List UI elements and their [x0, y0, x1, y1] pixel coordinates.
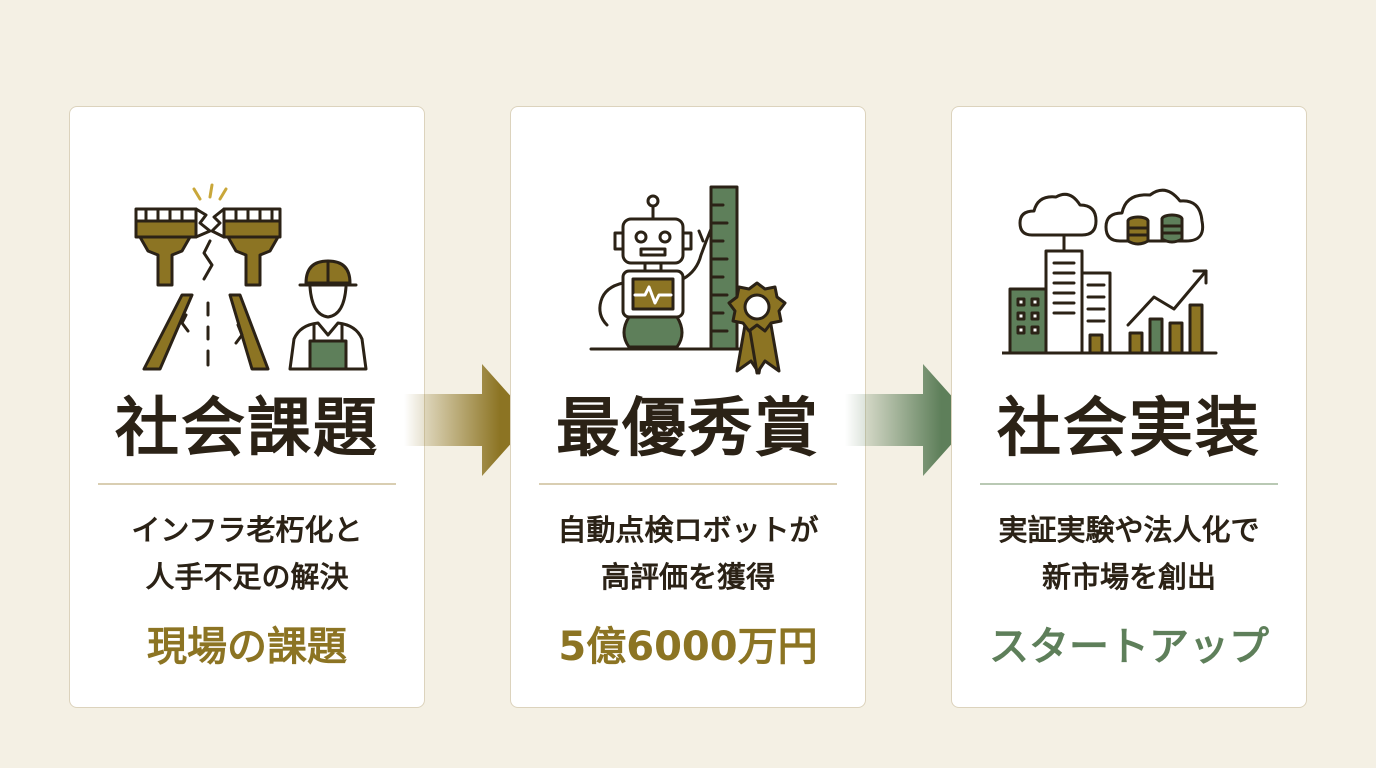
divider — [98, 483, 396, 485]
step-card-social-issue: 社会課題 インフラ老朽化と 人手不足の解決 現場の課題 — [69, 106, 425, 708]
right-arrow-icon — [845, 360, 977, 480]
divider — [980, 483, 1278, 485]
step-card-award: 最優秀賞 自動点検ロボットが 高評価を獲得 5億6000万円 — [510, 106, 866, 708]
step-highlight: 5億6000万円 — [558, 624, 818, 670]
cracked-bridge-worker-icon — [120, 175, 376, 375]
right-arrow-icon — [404, 360, 536, 480]
step-description: 自動点検ロボットが 高評価を獲得 — [521, 507, 855, 601]
step-card-implementation: 社会実装 実証実験や法人化で 新市場を創出 スタートアップ — [951, 106, 1307, 708]
description-line: 高評価を獲得 — [600, 560, 775, 594]
description-line: インフラ老朽化と — [131, 513, 363, 547]
description-line: 人手不足の解決 — [145, 560, 349, 594]
description-line: 新市場を創出 — [1041, 560, 1216, 594]
description-line: 自動点検ロボットが — [557, 513, 819, 547]
step-highlight: 現場の課題 — [147, 624, 347, 670]
city-growth-chart-icon — [1002, 175, 1258, 375]
step-highlight: スタートアップ — [989, 624, 1269, 670]
step-description: インフラ老朽化と 人手不足の解決 — [80, 507, 414, 601]
divider — [539, 483, 837, 485]
description-line: 実証実験や法人化で — [998, 513, 1260, 547]
step-description: 実証実験や法人化で 新市場を創出 — [962, 507, 1296, 601]
step-title: 社会実装 — [997, 391, 1261, 466]
robot-ruler-award-icon — [561, 175, 817, 375]
step-title: 最優秀賞 — [556, 391, 820, 466]
step-title: 社会課題 — [115, 391, 379, 466]
